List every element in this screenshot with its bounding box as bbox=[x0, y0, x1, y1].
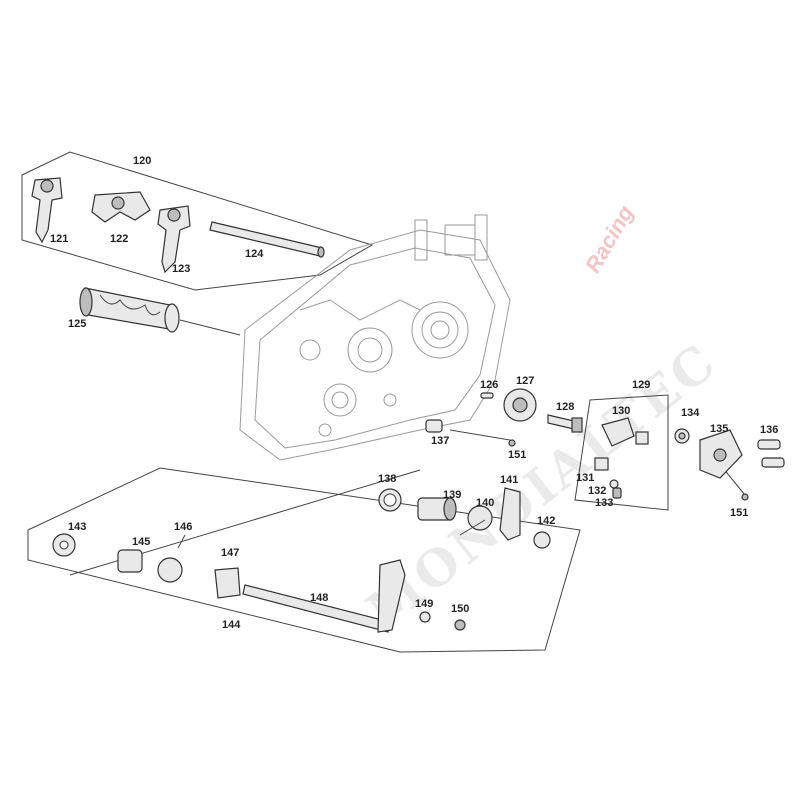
part-125-shift-drum bbox=[79, 287, 180, 333]
label-146: 146 bbox=[174, 521, 192, 533]
label-141: 141 bbox=[500, 474, 518, 486]
label-123: 123 bbox=[172, 263, 190, 275]
part-133-spring bbox=[612, 487, 622, 499]
label-125: 125 bbox=[68, 318, 86, 330]
frame-120 bbox=[21, 151, 374, 291]
part-121-shift-fork bbox=[31, 177, 63, 244]
label-133: 133 bbox=[595, 497, 613, 509]
part-137-bushing bbox=[425, 419, 443, 433]
frame-129 bbox=[574, 394, 669, 511]
label-127: 127 bbox=[516, 375, 534, 387]
label-129: 129 bbox=[632, 379, 650, 391]
part-145-bushing bbox=[117, 549, 143, 573]
label-135: 135 bbox=[710, 423, 728, 435]
part-130-pawl-assembly bbox=[601, 417, 649, 447]
part-132-spring bbox=[609, 479, 619, 489]
part-138-washer bbox=[378, 488, 402, 512]
label-130: 130 bbox=[612, 405, 630, 417]
label-140: 140 bbox=[476, 497, 494, 509]
label-136: 136 bbox=[760, 424, 778, 436]
part-127-selector bbox=[503, 388, 537, 422]
label-142: 142 bbox=[537, 515, 555, 527]
part-149-washer bbox=[419, 611, 431, 623]
label-139: 139 bbox=[443, 489, 461, 501]
label-143: 143 bbox=[68, 521, 86, 533]
label-128: 128 bbox=[556, 401, 574, 413]
label-121: 121 bbox=[50, 233, 68, 245]
label-126: 126 bbox=[480, 379, 498, 391]
label-151-a: 151 bbox=[508, 449, 526, 461]
watermark: MONDIALTEC Racing bbox=[356, 201, 728, 641]
label-149: 149 bbox=[415, 598, 433, 610]
part-140-spring bbox=[459, 505, 493, 536]
label-124: 124 bbox=[245, 248, 264, 260]
label-148: 148 bbox=[310, 592, 328, 604]
part-141-lever bbox=[499, 487, 521, 541]
part-131-block bbox=[594, 457, 609, 471]
part-151-screws bbox=[508, 439, 749, 501]
part-143-washer bbox=[52, 533, 76, 557]
part-148-shift-shaft bbox=[242, 559, 406, 633]
part-123-shift-fork bbox=[157, 205, 191, 274]
label-132: 132 bbox=[588, 485, 606, 497]
callout-labels: 120 121 122 123 124 125 126 127 128 129 … bbox=[50, 155, 778, 631]
part-135-cover bbox=[699, 429, 743, 479]
label-120: 120 bbox=[133, 155, 151, 167]
part-150-nut bbox=[454, 619, 466, 631]
frame-144 bbox=[27, 467, 581, 653]
part-134-ring bbox=[674, 428, 690, 444]
label-138: 138 bbox=[378, 473, 396, 485]
label-151-b: 151 bbox=[730, 507, 748, 519]
engine-housing bbox=[239, 214, 511, 461]
part-122-shift-fork bbox=[91, 191, 151, 223]
part-128-bolt bbox=[547, 414, 583, 433]
label-134: 134 bbox=[681, 407, 700, 419]
watermark-accent-text: Racing bbox=[580, 201, 639, 278]
label-147: 147 bbox=[221, 547, 239, 559]
part-147-plate bbox=[214, 567, 241, 599]
label-122: 122 bbox=[110, 233, 128, 245]
label-144: 144 bbox=[222, 619, 241, 631]
part-126-pin bbox=[480, 392, 494, 399]
label-150: 150 bbox=[451, 603, 469, 615]
part-146-spring bbox=[157, 534, 186, 583]
part-124-shaft bbox=[209, 221, 325, 258]
part-136-bolts bbox=[757, 439, 785, 468]
label-145: 145 bbox=[132, 536, 150, 548]
label-137: 137 bbox=[431, 435, 449, 447]
part-142-clip bbox=[533, 531, 551, 549]
label-131: 131 bbox=[576, 472, 594, 484]
watermark-text: MONDIALTEC bbox=[356, 331, 728, 640]
part-139-bearing bbox=[417, 497, 457, 521]
